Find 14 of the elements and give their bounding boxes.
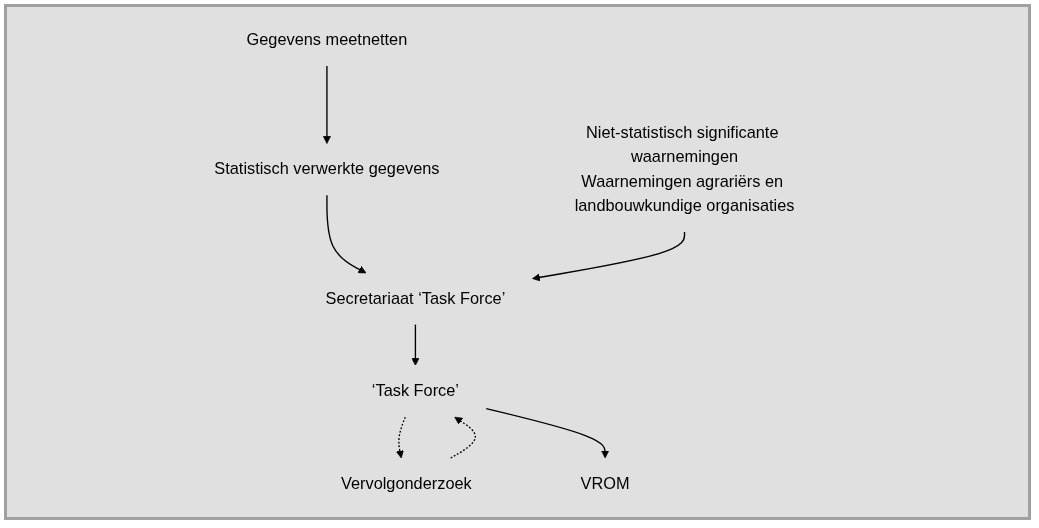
arrow — [395, 416, 406, 459]
arrow — [532, 231, 686, 282]
arrow — [411, 323, 420, 366]
node-text: Gegevens meetnetten — [246, 30, 408, 49]
node-text: Niet-statistisch significante waarnemingen Waarnemingen agrariërs en landbouwkundige organisaties — [574, 123, 795, 215]
arrow — [485, 407, 610, 459]
node-text: Vervolgonderzoek — [340, 474, 472, 493]
node-text: VROM — [580, 474, 630, 493]
node-text: Statistisch verwerkte gegevens — [214, 159, 440, 179]
arrow — [450, 416, 476, 459]
node-text: Secretariaat ‘Task Force’ — [325, 289, 506, 308]
arrow — [326, 194, 367, 274]
node-text: ‘Task Force’ — [371, 381, 459, 400]
arrow — [322, 65, 331, 144]
